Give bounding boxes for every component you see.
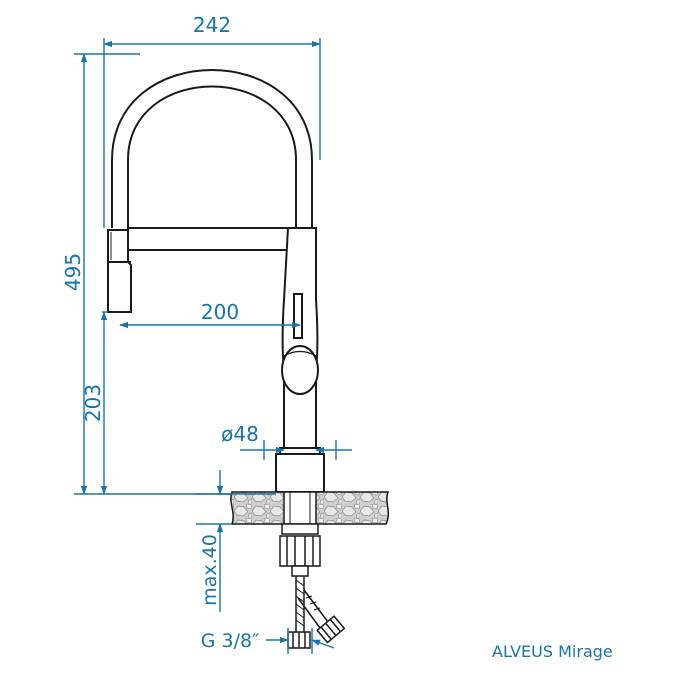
dimension-label-thread: G 3/8″ (201, 630, 259, 652)
fixing-nut (279, 535, 321, 567)
base-ring-lower (275, 453, 325, 493)
spout-arm (127, 227, 297, 251)
dimension-label-max-thickness: max.40 (199, 534, 221, 606)
dimension-label-height-spout: 203 (81, 384, 105, 422)
dimension-label-width: 242 (193, 13, 231, 37)
faucet-body (107, 69, 325, 493)
dimension-label-height-total: 495 (61, 253, 85, 291)
dimension-lines (74, 38, 352, 654)
spring-hose-outer (111, 69, 313, 228)
spray-head (107, 229, 132, 313)
dimension-label-base-diameter: ø48 (221, 422, 259, 446)
mounting-hardware (279, 523, 346, 649)
countertop-section (230, 491, 390, 525)
handle-lever (293, 293, 303, 339)
dimension-label-reach: 200 (201, 300, 239, 324)
spring-hose-inner (127, 85, 297, 228)
handle-knob (281, 345, 319, 395)
product-caption: ALVEUS Mirage (492, 642, 613, 661)
